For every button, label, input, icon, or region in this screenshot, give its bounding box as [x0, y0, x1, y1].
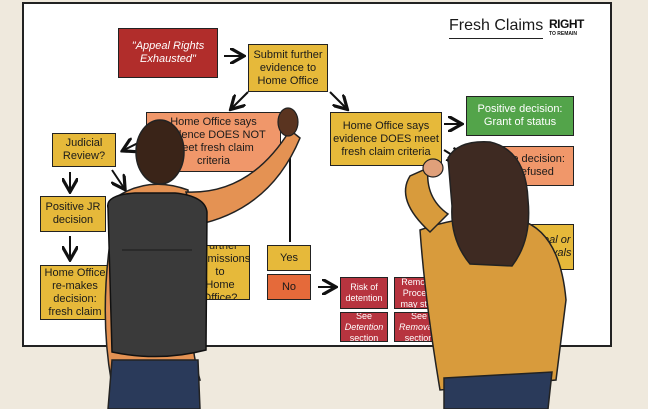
woman-figure [404, 141, 567, 409]
positive-jr-box: Positive JR decision [40, 196, 106, 232]
does-not-meet-box: Home Office says evidence DOES NOT meet … [146, 112, 281, 172]
man-hand [277, 107, 299, 137]
positive-decision-box: Positive decision: Grant of status [466, 96, 574, 136]
risk-detention-box: Risk of detention [340, 277, 388, 309]
remake-decision-box: Home Office re-makes decision: fresh cla… [40, 265, 110, 320]
page-title: Fresh Claims [449, 17, 544, 39]
does-meet-box: Home Office says evidence DOES meet fres… [330, 112, 442, 166]
yes-box: Yes [267, 245, 311, 271]
no-box: No [267, 274, 311, 300]
woman-trousers [443, 371, 553, 409]
arrow [112, 169, 124, 188]
logo-subtext: TO REMAIN [549, 31, 577, 37]
judicial-review-box: Judicial Review? [52, 133, 116, 167]
section-label: section [404, 332, 434, 342]
man-head [135, 119, 185, 185]
logo-text: RIGHT [549, 17, 584, 31]
woman-arm [404, 166, 450, 234]
man-trousers [107, 359, 201, 409]
detention-label: Detention [344, 321, 384, 332]
appeal-rights-box: "Appeal Rights Exhausted" [118, 28, 218, 78]
arrow [232, 91, 249, 108]
see-label: See [410, 312, 427, 321]
man-figure [104, 107, 301, 409]
woman-hand [422, 158, 444, 178]
man-arm [184, 128, 301, 226]
arrow [329, 91, 346, 108]
removals-label: Removals [398, 321, 439, 332]
woman-hair [447, 141, 530, 267]
see-label: See [355, 312, 372, 321]
submit-evidence-box: Submit further evidence to Home Office [248, 44, 328, 92]
section-label: section [349, 332, 379, 342]
see-detention-box: See Detention section [340, 312, 388, 342]
backpack [107, 192, 208, 358]
